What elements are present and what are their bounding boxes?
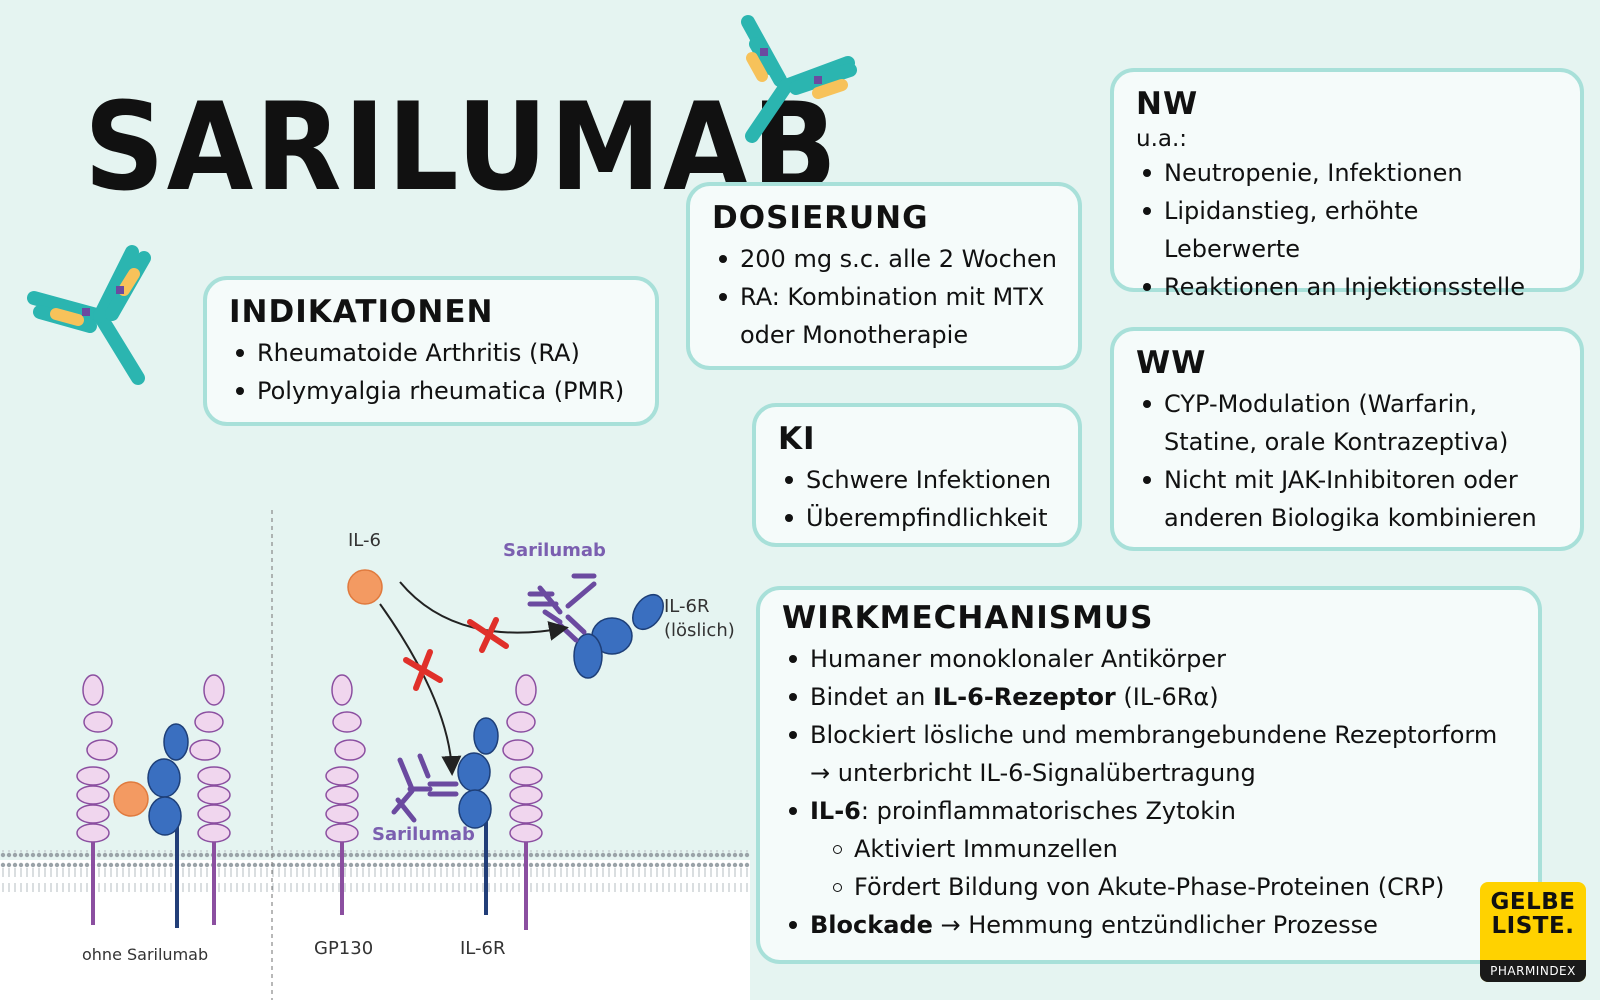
il6r-left xyxy=(147,723,189,928)
card-ww: WW CYP-Modulation (Warfarin, Statine, or… xyxy=(1110,327,1584,551)
indikationen-heading: INDIKATIONEN xyxy=(229,294,494,330)
ww-heading: WW xyxy=(1136,345,1207,381)
text: : proinflammatorisches Zytokin xyxy=(860,797,1236,825)
list-item: Blockade → Hemmung entzündlicher Prozess… xyxy=(789,906,1518,944)
list-item: IL-6: proinflammatorisches Zytokin xyxy=(789,792,1518,830)
card-dosierung: DOSIERUNG 200 mg s.c. alle 2 Wochen RA: … xyxy=(686,182,1082,370)
list-item: Polymyalgia rheumatica (PMR) xyxy=(236,372,635,410)
text: Bindet an xyxy=(810,683,933,711)
bold-text: Blockade xyxy=(810,911,933,939)
antibody-icon xyxy=(27,245,151,385)
list-item: Überempfindlichkeit xyxy=(785,499,1058,537)
gp130-right-b xyxy=(502,674,543,930)
gp130-left-a xyxy=(76,674,118,925)
list-item-continuation: oder Monotherapie xyxy=(740,321,969,349)
list-item: Neutropenie, Infektionen xyxy=(1143,154,1560,192)
nw-heading: NW xyxy=(1136,86,1199,122)
dosierung-heading: DOSIERUNG xyxy=(712,200,929,236)
card-indikationen: INDIKATIONEN Rheumatoide Arthritis (RA) … xyxy=(203,276,659,426)
list-item: Reaktionen an Injektionsstelle xyxy=(1143,268,1560,306)
label-il6r-soluble: IL-6R xyxy=(664,596,709,617)
list-item: Nicht mit JAK-Inhibitoren oder xyxy=(1143,461,1560,499)
ki-heading: KI xyxy=(778,421,816,457)
sub-list-item: Aktiviert Immunzellen xyxy=(833,830,1518,868)
sub-list-item: Fördert Bildung von Akute-Phase-Proteine… xyxy=(833,868,1518,906)
list-item: 200 mg s.c. alle 2 Wochen xyxy=(719,240,1058,278)
card-wirkmechanismus: WIRKMECHANISMUS Humaner monoklonaler Ant… xyxy=(756,586,1542,964)
antibody-icon xyxy=(741,15,857,143)
arrow-to-membrane xyxy=(379,603,462,776)
text: (IL-6Rα) xyxy=(1115,683,1219,711)
logo-line1: GELBE xyxy=(1490,889,1576,915)
list-item: Blockiert lösliche und membrangebundene … xyxy=(789,716,1518,754)
label-gp130: GP130 xyxy=(314,938,373,959)
block-x-icon xyxy=(403,617,509,691)
gp130-left-b xyxy=(189,674,231,925)
list-item-continuation: → unterbricht IL-6-Signalübertragung xyxy=(810,759,1256,787)
label-il6r-soluble-2: (löslich) xyxy=(664,620,735,641)
list-item: CYP-Modulation (Warfarin, xyxy=(1143,385,1560,423)
label-il6r: IL-6R xyxy=(460,938,505,959)
label-il6: IL-6 xyxy=(348,530,381,551)
gelbe-liste-logo[interactable]: GELBE LISTE. PHARMINDEX xyxy=(1480,882,1586,982)
list-item: Humaner monoklonaler Antikörper xyxy=(789,640,1518,678)
sarilumab-soluble xyxy=(527,573,597,643)
cell-membrane xyxy=(0,850,750,892)
text: → Hemmung entzündlicher Prozesse xyxy=(932,911,1378,939)
list-item-continuation: Statine, orale Kontrazeptiva) xyxy=(1164,428,1509,456)
sarilumab-bound xyxy=(391,753,459,823)
card-nw: NW u.a.: Neutropenie, Infektionen Lipida… xyxy=(1110,68,1584,301)
list-item: Rheumatoide Arthritis (RA) xyxy=(236,334,635,372)
logo-line3: PHARMINDEX xyxy=(1480,960,1586,982)
label-ohne-sarilumab: ohne Sarilumab xyxy=(82,945,208,964)
bold-text: IL-6 xyxy=(810,797,861,825)
bold-text: IL-6-Rezeptor xyxy=(932,683,1116,711)
list-item-continuation: anderen Biologika kombinieren xyxy=(1164,504,1537,532)
gp130-right-a xyxy=(325,674,366,915)
list-item: RA: Kombination mit MTX xyxy=(719,278,1058,316)
list-item: Bindet an IL-6-Rezeptor (IL-6Rα) xyxy=(789,678,1518,716)
list-item: Lipidanstieg, erhöhte Leberwerte xyxy=(1143,192,1560,268)
il6-free xyxy=(347,569,383,605)
list-item: Schwere Infektionen xyxy=(785,461,1058,499)
logo-line2: LISTE. xyxy=(1491,913,1575,939)
wirkmechanismus-heading: WIRKMECHANISMUS xyxy=(782,600,1154,636)
card-ki: KI Schwere Infektionen Überempfindlichke… xyxy=(752,403,1082,547)
il6r-soluble xyxy=(573,593,664,679)
nw-prefix: u.a.: xyxy=(1136,126,1188,152)
mechanism-diagram: IL-6 Sarilumab IL-6R (löslich) Sarilumab… xyxy=(0,510,750,1000)
il6-bound xyxy=(113,781,149,817)
label-sarilumab-bottom: Sarilumab xyxy=(372,824,475,845)
label-sarilumab-top: Sarilumab xyxy=(503,540,606,561)
